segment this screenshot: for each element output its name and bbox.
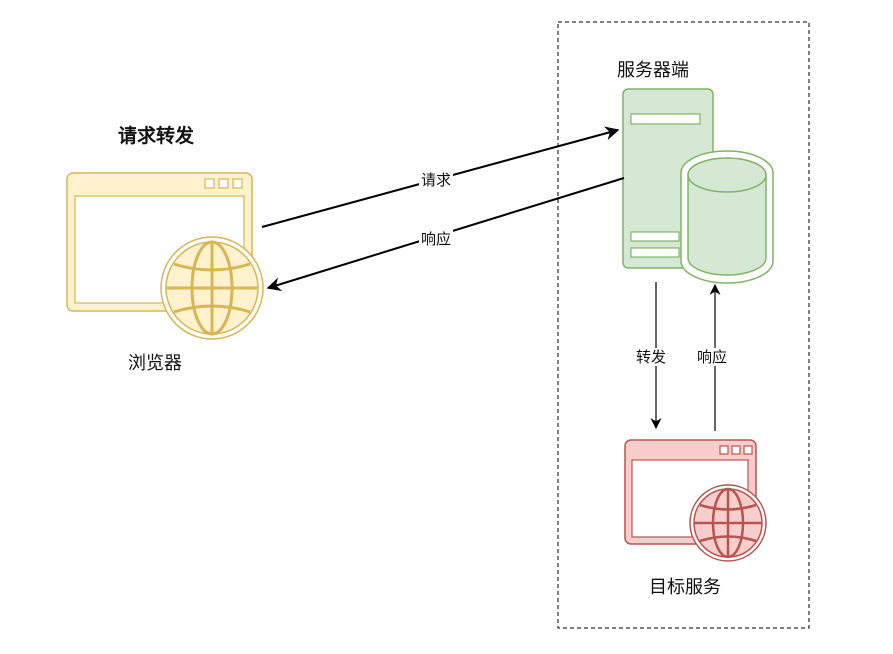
server-label: 服务器端 (617, 60, 689, 81)
browser-window-globe-icon (66, 172, 264, 340)
browser-label: 浏览器 (128, 353, 182, 374)
target-response-edge-label: 响应 (695, 348, 730, 366)
target-service-icon (624, 439, 767, 562)
server-database-icon (622, 88, 774, 284)
globe-icon (160, 236, 264, 340)
server-side-container (557, 21, 810, 629)
response-edge-label: 响应 (419, 230, 454, 248)
globe-icon (689, 484, 767, 562)
diagram-title: 请求转发 (118, 125, 195, 147)
request-edge-label: 请求 (419, 171, 454, 189)
forward-edge-label: 转发 (634, 348, 669, 366)
database-icon (680, 150, 774, 284)
target-service-label: 目标服务 (649, 577, 721, 598)
